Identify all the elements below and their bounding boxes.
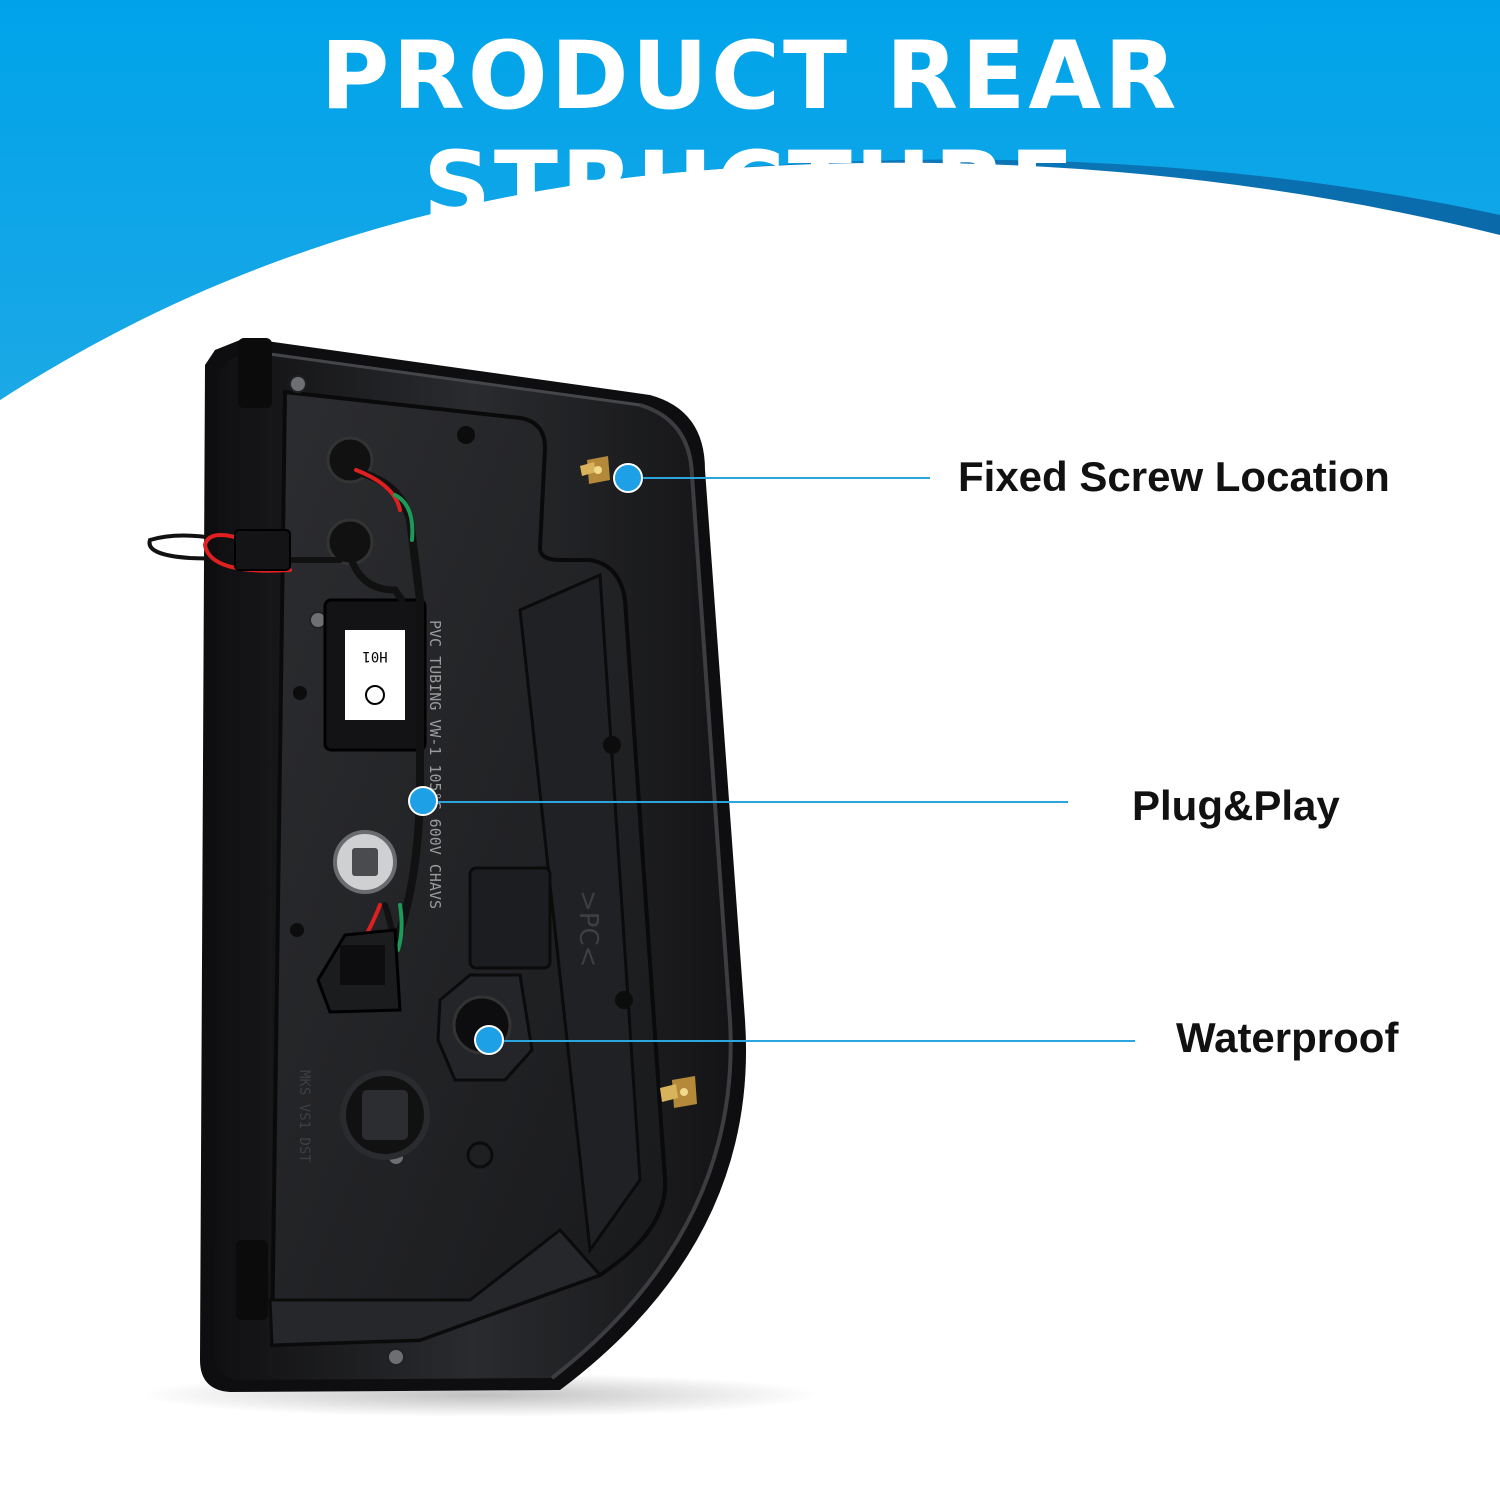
- material-emboss: >PC<: [573, 890, 603, 967]
- callout-dot-screw: [613, 463, 643, 493]
- cable-print: PVC TUBING VW-1 105°C 600V CHAVS: [426, 620, 444, 909]
- header-banner: [0, 0, 1500, 400]
- callout-label-plug-and-play: Plug&Play: [1132, 782, 1340, 829]
- housing: [200, 338, 747, 1392]
- callout-label-waterproof: Waterproof: [1176, 1014, 1399, 1061]
- lower-screw-icon: [660, 1076, 697, 1108]
- callout-line-screw: [628, 477, 930, 479]
- bulb-port: [340, 1070, 430, 1160]
- callout-label-fixed-screw-location: Fixed Screw Location: [958, 453, 1390, 500]
- wiring-harness: [147, 466, 425, 952]
- callout-line-waterproof: [489, 1040, 1135, 1042]
- plug-connector: [316, 928, 402, 1014]
- page-title: PRODUCT REAR STRUCTURE: [320, 22, 1180, 241]
- housing-code-emboss: MKS VS1 DST: [296, 1070, 312, 1163]
- callout-line-plug: [423, 801, 1068, 803]
- callout-dot-plug: [408, 786, 438, 816]
- screw-icon: [580, 456, 610, 484]
- control-module: H01: [323, 598, 427, 752]
- connector-icon: [333, 830, 397, 894]
- callout-dot-waterproof: [474, 1025, 504, 1055]
- svg-text:H01: H01: [362, 648, 387, 664]
